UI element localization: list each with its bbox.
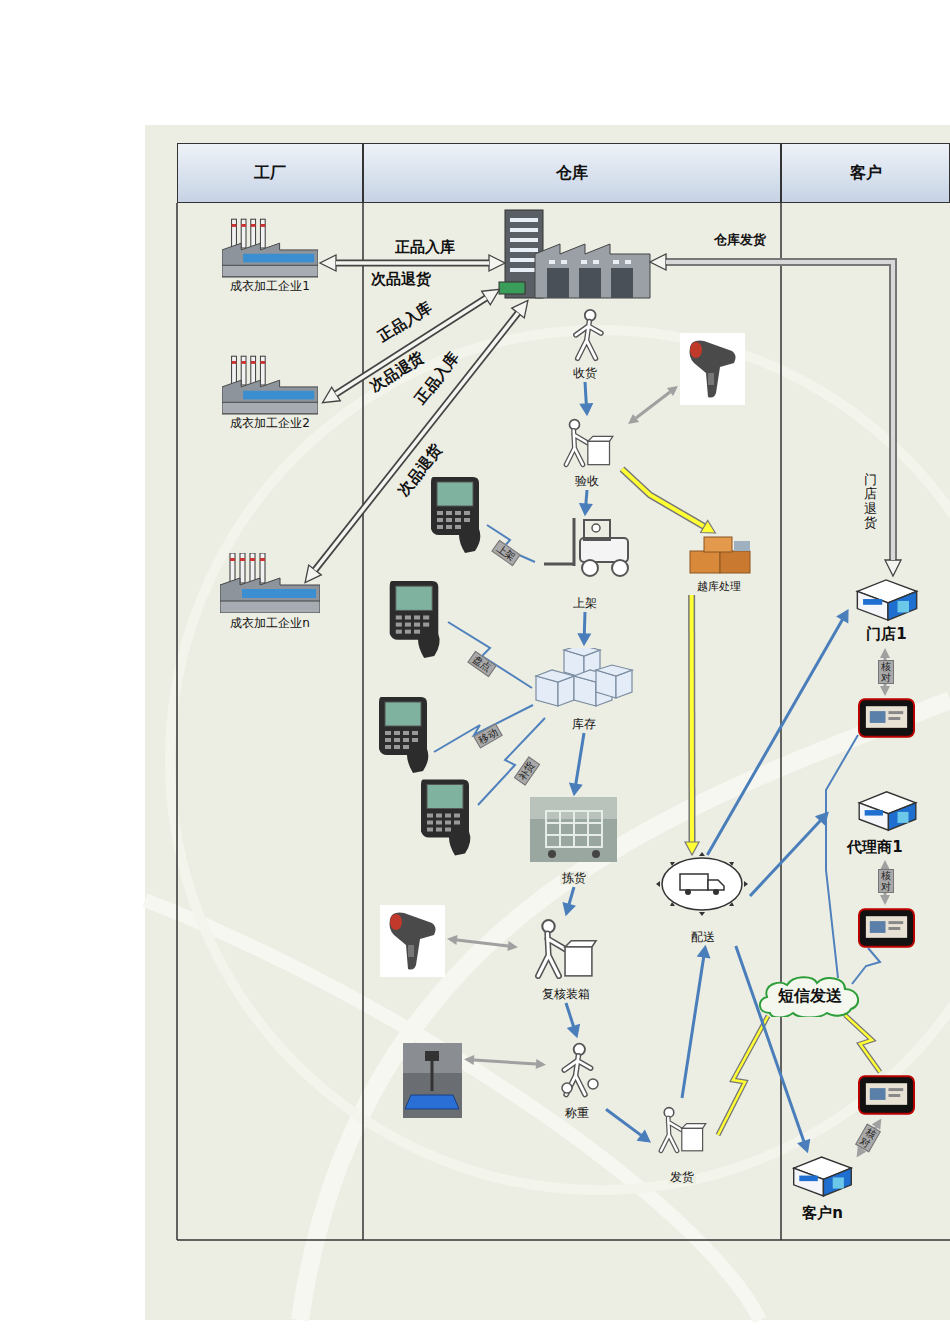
- lane-header: 工厂: [177, 143, 363, 203]
- node-label: 成衣加工企业1: [228, 279, 312, 293]
- node-label: 上架: [571, 596, 599, 610]
- process-node: 称重: [548, 1037, 606, 1122]
- process-flow: [578, 612, 590, 645]
- process-flow: [563, 887, 575, 915]
- node-label: 代理商1: [845, 838, 904, 856]
- node-label: 越库处理: [695, 580, 743, 593]
- action-tag: 核对: [878, 660, 894, 684]
- node-label: 短信发送: [778, 986, 842, 1005]
- node-label: 工厂: [254, 163, 286, 182]
- factory-node: 成衣加工企业1: [218, 215, 322, 295]
- process-node: 复核装箱: [520, 915, 612, 1003]
- lane-header: 客户: [781, 143, 950, 203]
- process-node: 库存: [530, 645, 638, 733]
- node-label: 称重: [563, 1106, 591, 1120]
- process-flow: [682, 946, 710, 1098]
- node-label: 配送: [689, 930, 717, 944]
- node-label: 收货: [571, 366, 599, 380]
- node-label: 仓库: [556, 163, 588, 182]
- node-label: 门店1: [864, 625, 908, 643]
- node-label: 库存: [570, 717, 598, 731]
- process-node: 拣货: [528, 795, 620, 887]
- node-label: 客户n: [800, 1204, 845, 1222]
- node-label: 客户: [850, 163, 882, 182]
- flow-label: 正品入库: [395, 238, 455, 256]
- process-node: 验收: [552, 415, 622, 490]
- flow-label: 门店退货: [864, 473, 877, 530]
- process-node: 发货: [650, 1098, 714, 1186]
- sms-cloud: 短信发送: [755, 975, 865, 1017]
- node-label: 成衣加工企业n: [228, 616, 312, 630]
- process-flow: [606, 1109, 650, 1142]
- customer-node: 代理商1: [828, 788, 922, 858]
- cross-dock-flow: [622, 469, 715, 533]
- flow-label: 次品退货: [371, 270, 431, 288]
- node-label: 发货: [668, 1170, 696, 1184]
- process-node: 收货: [558, 302, 612, 382]
- customer-node: 门店1: [848, 575, 925, 645]
- process-flow: [566, 1003, 579, 1037]
- flow-label: 仓库发货: [714, 232, 766, 248]
- node-label: 拣货: [560, 871, 588, 885]
- action-tag: 核对: [878, 869, 894, 893]
- factory-node: 成衣加工企业2: [218, 352, 322, 432]
- customer-node: 客户n: [785, 1152, 860, 1224]
- process-flow: [570, 733, 584, 795]
- lane-header: 仓库: [363, 143, 781, 203]
- cross-dock-flow: [685, 595, 699, 855]
- process-flow: [750, 813, 828, 897]
- delivery-node: 配送: [655, 855, 750, 946]
- process-node: 上架: [535, 515, 635, 612]
- node-label: 验收: [573, 474, 601, 488]
- node-label: 成衣加工企业2: [228, 416, 312, 430]
- node-label: 复核装箱: [540, 987, 592, 1001]
- factory-node: 成衣加工企业n: [216, 552, 324, 632]
- process-flow: [580, 490, 592, 515]
- process-flow: [707, 610, 848, 855]
- process-node: 越库处理: [683, 533, 755, 595]
- process-flow: [580, 382, 592, 415]
